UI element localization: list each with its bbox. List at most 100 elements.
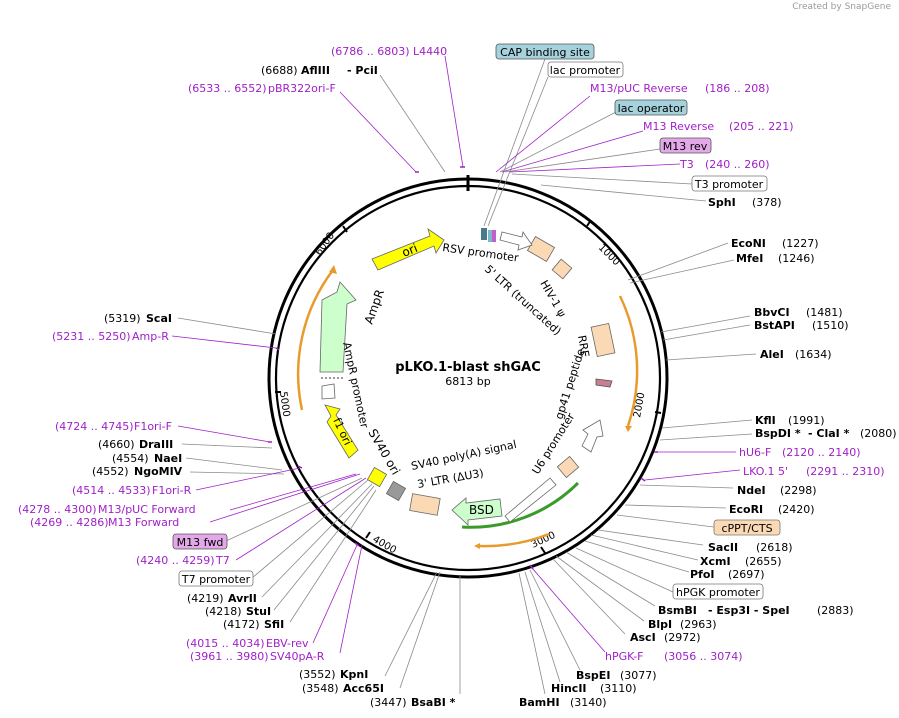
leader-ndei — [639, 484, 734, 489]
feature-rsv-arrow — [499, 230, 533, 251]
ngomiv-label: NgoMIV — [134, 465, 183, 478]
t7p-label: T7 promoter — [181, 573, 251, 586]
sphi-range: (378) — [752, 196, 782, 209]
leader-sphi — [540, 184, 707, 202]
leader-kfli — [661, 419, 753, 429]
tick-6000 — [342, 225, 348, 233]
leader-afliii — [379, 74, 446, 173]
tick-label-5000: 5000 — [277, 391, 291, 418]
leader-pbr — [339, 91, 417, 173]
mfei-label: MfeI — [736, 252, 763, 265]
feature-lacop-mark — [488, 230, 492, 242]
leader-m13f — [209, 473, 361, 523]
bspei-range: (3077) — [620, 669, 657, 682]
leader-t3 — [509, 163, 681, 173]
t7p-box — [178, 570, 254, 587]
credit-prefix: Created by — [792, 2, 842, 12]
feature-ampr-label: AmpR — [362, 288, 387, 326]
m13r-label: M13 Reverse — [643, 120, 714, 133]
sphi-label: SphI — [708, 196, 736, 209]
afliii-label: AflIII — [301, 64, 330, 77]
naei-label: NaeI — [154, 452, 182, 465]
cppt-label: cPPT/CTS — [721, 522, 772, 535]
leader-t3p — [511, 173, 693, 185]
leader-scai — [177, 317, 277, 335]
hu6f-label: hU6-F — [739, 446, 771, 459]
lko-range: (2291 .. 2310) — [806, 465, 885, 478]
feature-sv40pa-label: SV40 poly(A) signal — [410, 438, 518, 473]
ebv-label: EBV-rev — [266, 637, 309, 650]
leader-bspdi — [659, 433, 753, 441]
lko-label: LKO.1 5' — [743, 465, 788, 478]
leader-sfii — [289, 489, 377, 623]
blpi-range: (2963) — [680, 618, 717, 631]
bspdi-extra: - ClaI * — [808, 427, 850, 440]
green-arc-bsd — [461, 481, 580, 529]
amprpr-label: Amp-R — [132, 330, 169, 343]
xcmi-label: XcmI — [700, 555, 731, 568]
m13f-label: M13 Forward — [108, 516, 179, 529]
leader-asci — [552, 558, 626, 635]
leader-f1orir — [195, 467, 301, 491]
afliii-extra: - PciI — [347, 64, 378, 77]
bsmbi-extra: - Esp3I - SpeI — [708, 604, 790, 617]
m13rev-label: M13 rev — [663, 140, 708, 153]
leader-cap — [483, 58, 546, 227]
hpgkf-range: (3056 .. 3074) — [664, 650, 743, 663]
sv40pa-label: SV40pA-R — [270, 650, 325, 663]
leader-t7p — [251, 479, 369, 579]
m13puc-range: (186 .. 208) — [705, 82, 770, 95]
feature-u6-box — [556, 455, 580, 479]
feature-ltr3-box — [409, 493, 441, 516]
m13f-range: (4269 .. 4286) — [30, 516, 109, 529]
right-labels: CAP binding site lac promoter M13/pUC Re… — [483, 43, 897, 709]
feature-sv40ori-box — [366, 466, 388, 488]
econi-range: (1227) — [782, 237, 819, 250]
orange-arc-bottom — [479, 532, 550, 548]
leader-ebv — [312, 544, 358, 644]
leader-bamhi — [518, 572, 546, 695]
leader-amprpr — [171, 335, 277, 349]
feature-bsd-body — [504, 477, 557, 523]
hincii-range: (3110) — [600, 682, 637, 695]
t7-label: T7 — [215, 554, 230, 567]
t3p-box — [691, 175, 768, 192]
ndei-label: NdeI — [737, 484, 766, 497]
xcmi-range: (2655) — [745, 555, 782, 568]
mark-ebv — [354, 542, 360, 547]
sv40pa-range: (3961 .. 3980) — [190, 650, 269, 663]
bbvci-range: (1481) — [806, 306, 843, 319]
orange-arc-left-head — [329, 265, 337, 274]
hpgk-box — [672, 583, 764, 600]
feature-ltr5-box — [526, 236, 556, 262]
mfei-range: (1246) — [778, 252, 815, 265]
ngomiv-range: (4552) — [92, 465, 129, 478]
tick-2000 — [654, 411, 662, 414]
feature-rre-label: RRE — [575, 334, 592, 358]
econi-label: EcoNI — [731, 237, 766, 250]
pbr-label: pBR322ori-F — [268, 82, 336, 95]
orange-arc-bottom-head — [474, 543, 480, 549]
bsabi-range: (3447) — [370, 696, 407, 709]
leader-mfei — [629, 259, 735, 284]
tick-label-6000: 6000 — [313, 231, 337, 258]
stui-range: (4218) — [205, 605, 242, 618]
ecori-range: (2420) — [778, 503, 815, 516]
mark-ampr — [275, 347, 280, 351]
f1orir-label: F1ori-R — [152, 484, 192, 497]
leader-l4440 — [444, 55, 464, 168]
alei-range: (1634) — [795, 348, 832, 361]
lacop-label: lac operator — [618, 102, 685, 115]
afliii-range: (6688) — [261, 64, 298, 77]
asci-label: AscI — [630, 631, 656, 644]
m13rev-box — [659, 137, 712, 154]
ndei-range: (2298) — [780, 484, 817, 497]
amprpr-range: (5231 .. 5250) — [52, 330, 131, 343]
leader-hpgk — [575, 547, 674, 593]
feature-ori-arrow — [371, 228, 445, 271]
t3p-label: T3 promoter — [694, 178, 764, 191]
feature-cap-mark — [481, 228, 487, 240]
scai-range: (5319) — [104, 312, 141, 325]
m13fwd-box — [172, 533, 228, 550]
